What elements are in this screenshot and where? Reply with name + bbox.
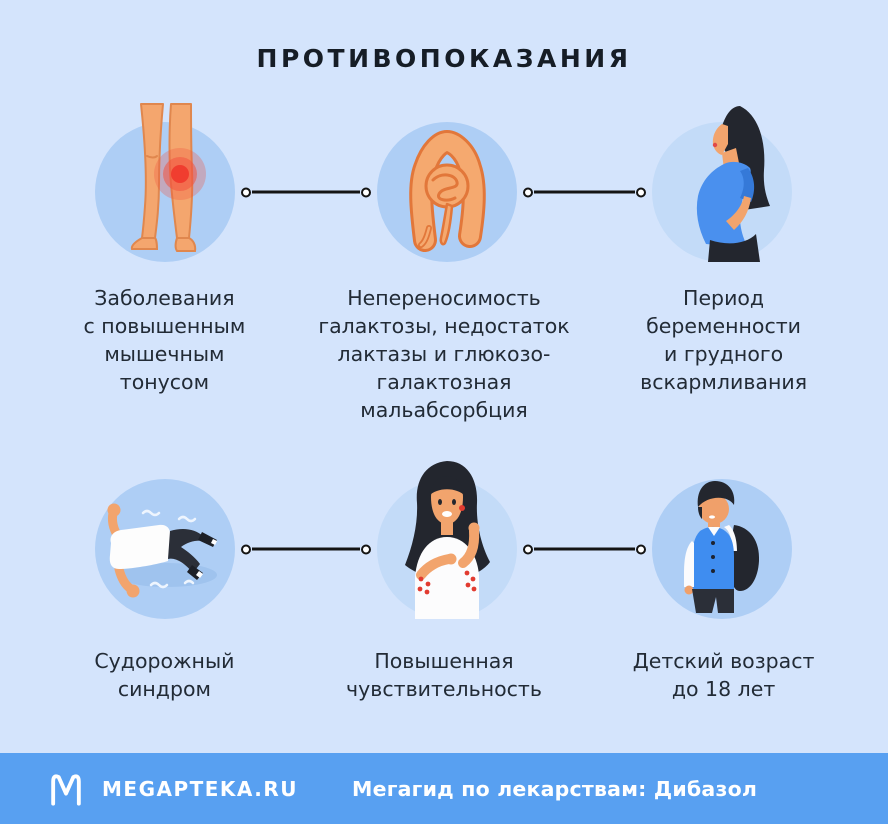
connector-dot (522, 187, 533, 197)
connector-line (522, 542, 646, 557)
pregnant-woman-icon (651, 106, 792, 262)
footer-bar: MEGAPTEKA.RU Мегагид по лекарствам: Диба… (0, 753, 888, 824)
page-title: ПРОТИВОПОКАЗАНИЯ (256, 44, 632, 73)
caption-row-2: Судорожный синдром Повышенная чувствител… (0, 647, 888, 703)
connector-dot (360, 544, 371, 554)
footer-brand: MEGAPTEKA.RU (102, 776, 299, 801)
connector-line (241, 185, 371, 200)
item-caption-seizure: Судорожный синдром (94, 649, 235, 701)
item-illustration-pregnancy (651, 106, 792, 262)
connector-line (241, 542, 371, 557)
item-illustration-hypersensitivity (376, 461, 517, 619)
connector-dot (635, 544, 646, 554)
item-caption-lactose: Непереносимость галактозы, недостаток ла… (318, 286, 570, 422)
connector-dot (522, 544, 533, 554)
illustration-row-2 (0, 461, 888, 619)
caption-row-1: Заболевания с повышенным мышечным тонусо… (0, 284, 888, 434)
item-caption-hypersensitivity: Повышенная чувствительность (346, 649, 542, 701)
connector-dot (360, 187, 371, 197)
connector-dot (241, 544, 252, 554)
connector-dot (635, 187, 646, 197)
intestines-icon (376, 122, 517, 262)
item-caption-pregnancy: Период беременности и грудного вскармлив… (640, 286, 808, 394)
item-caption-children: Детский возраст до 18 лет (632, 649, 815, 701)
connector-line (522, 185, 646, 200)
megapteka-logo-icon (51, 773, 81, 806)
item-illustration-children (651, 479, 792, 619)
item-illustration-muscle-tone (95, 103, 236, 262)
connector-dot (241, 187, 252, 197)
item-illustration-seizure (95, 479, 236, 619)
item-illustration-lactose (376, 122, 517, 262)
item-caption-muscle-tone: Заболевания с повышенным мышечным тонусо… (83, 286, 246, 394)
legs-muscle-pain-icon (95, 103, 236, 262)
child-with-backpack-icon (651, 479, 792, 619)
seizure-person-icon (95, 479, 236, 619)
footer-caption: Мегагид по лекарствам: Дибазол (352, 776, 758, 801)
illustration-row-1 (0, 103, 888, 262)
allergy-rash-woman-icon (376, 461, 517, 619)
